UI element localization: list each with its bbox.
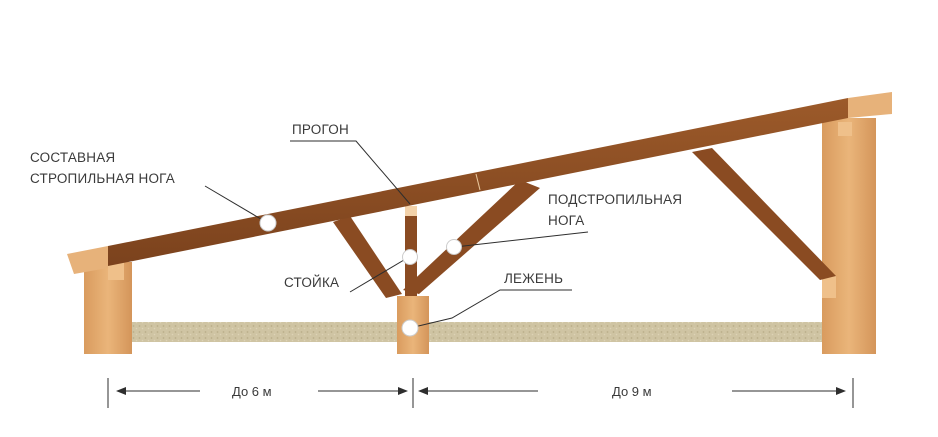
marker-sill xyxy=(401,319,419,337)
label-post: СТОЙКА xyxy=(284,275,339,290)
leader-post xyxy=(349,256,410,293)
leader-composite-rafter xyxy=(204,185,267,223)
sub-rafter xyxy=(403,180,540,294)
label-sub-rafter-line2: НОГА xyxy=(548,213,584,228)
dimension-lines xyxy=(107,378,854,408)
label-purlin: ПРОГОН xyxy=(292,122,349,137)
floor-slab xyxy=(128,322,828,342)
label-sub-rafter-line1: ПОДСТРОПИЛЬНАЯ xyxy=(548,192,682,207)
right-wall xyxy=(822,92,892,354)
left-strut xyxy=(333,216,402,298)
dimension-left-span: До 6 м xyxy=(232,384,272,399)
marker-post xyxy=(402,249,418,265)
leader-purlin xyxy=(290,140,411,205)
leader-sub-rafter xyxy=(454,231,589,248)
dimension-right-span: До 9 м xyxy=(612,384,652,399)
right-strut xyxy=(692,148,836,280)
leader-sill xyxy=(409,289,572,329)
marker-sub-rafter xyxy=(446,239,462,255)
marker-composite-rafter xyxy=(259,214,277,232)
label-composite-rafter-line2: СТРОПИЛЬНАЯ НОГА xyxy=(30,171,175,186)
label-sill: ЛЕЖЕНЬ xyxy=(504,271,563,286)
label-composite-rafter-line1: СОСТАВНАЯ xyxy=(30,150,115,165)
